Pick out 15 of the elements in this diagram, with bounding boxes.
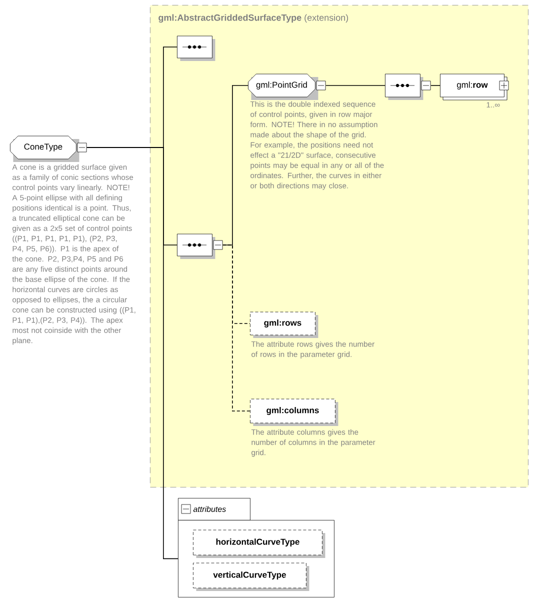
connector [326,85,386,86]
sequence-symbol [177,234,223,259]
element-box: gml:PointGrid [248,74,326,100]
attribute-box: verticalCurveType [193,562,310,591]
element-box: ConeType [10,136,87,162]
attribute-box: horizontalCurveType [193,530,326,558]
connector [430,85,440,86]
sequence-symbol [177,36,216,61]
attribute-box: gml:rows [250,312,318,338]
connector [86,147,178,560]
group-tab: attributes [178,498,250,520]
attribute-box: gml:columns [250,398,338,426]
sequence-symbol [385,74,431,100]
element-box: gml:row [440,74,509,100]
connector [222,244,250,412]
